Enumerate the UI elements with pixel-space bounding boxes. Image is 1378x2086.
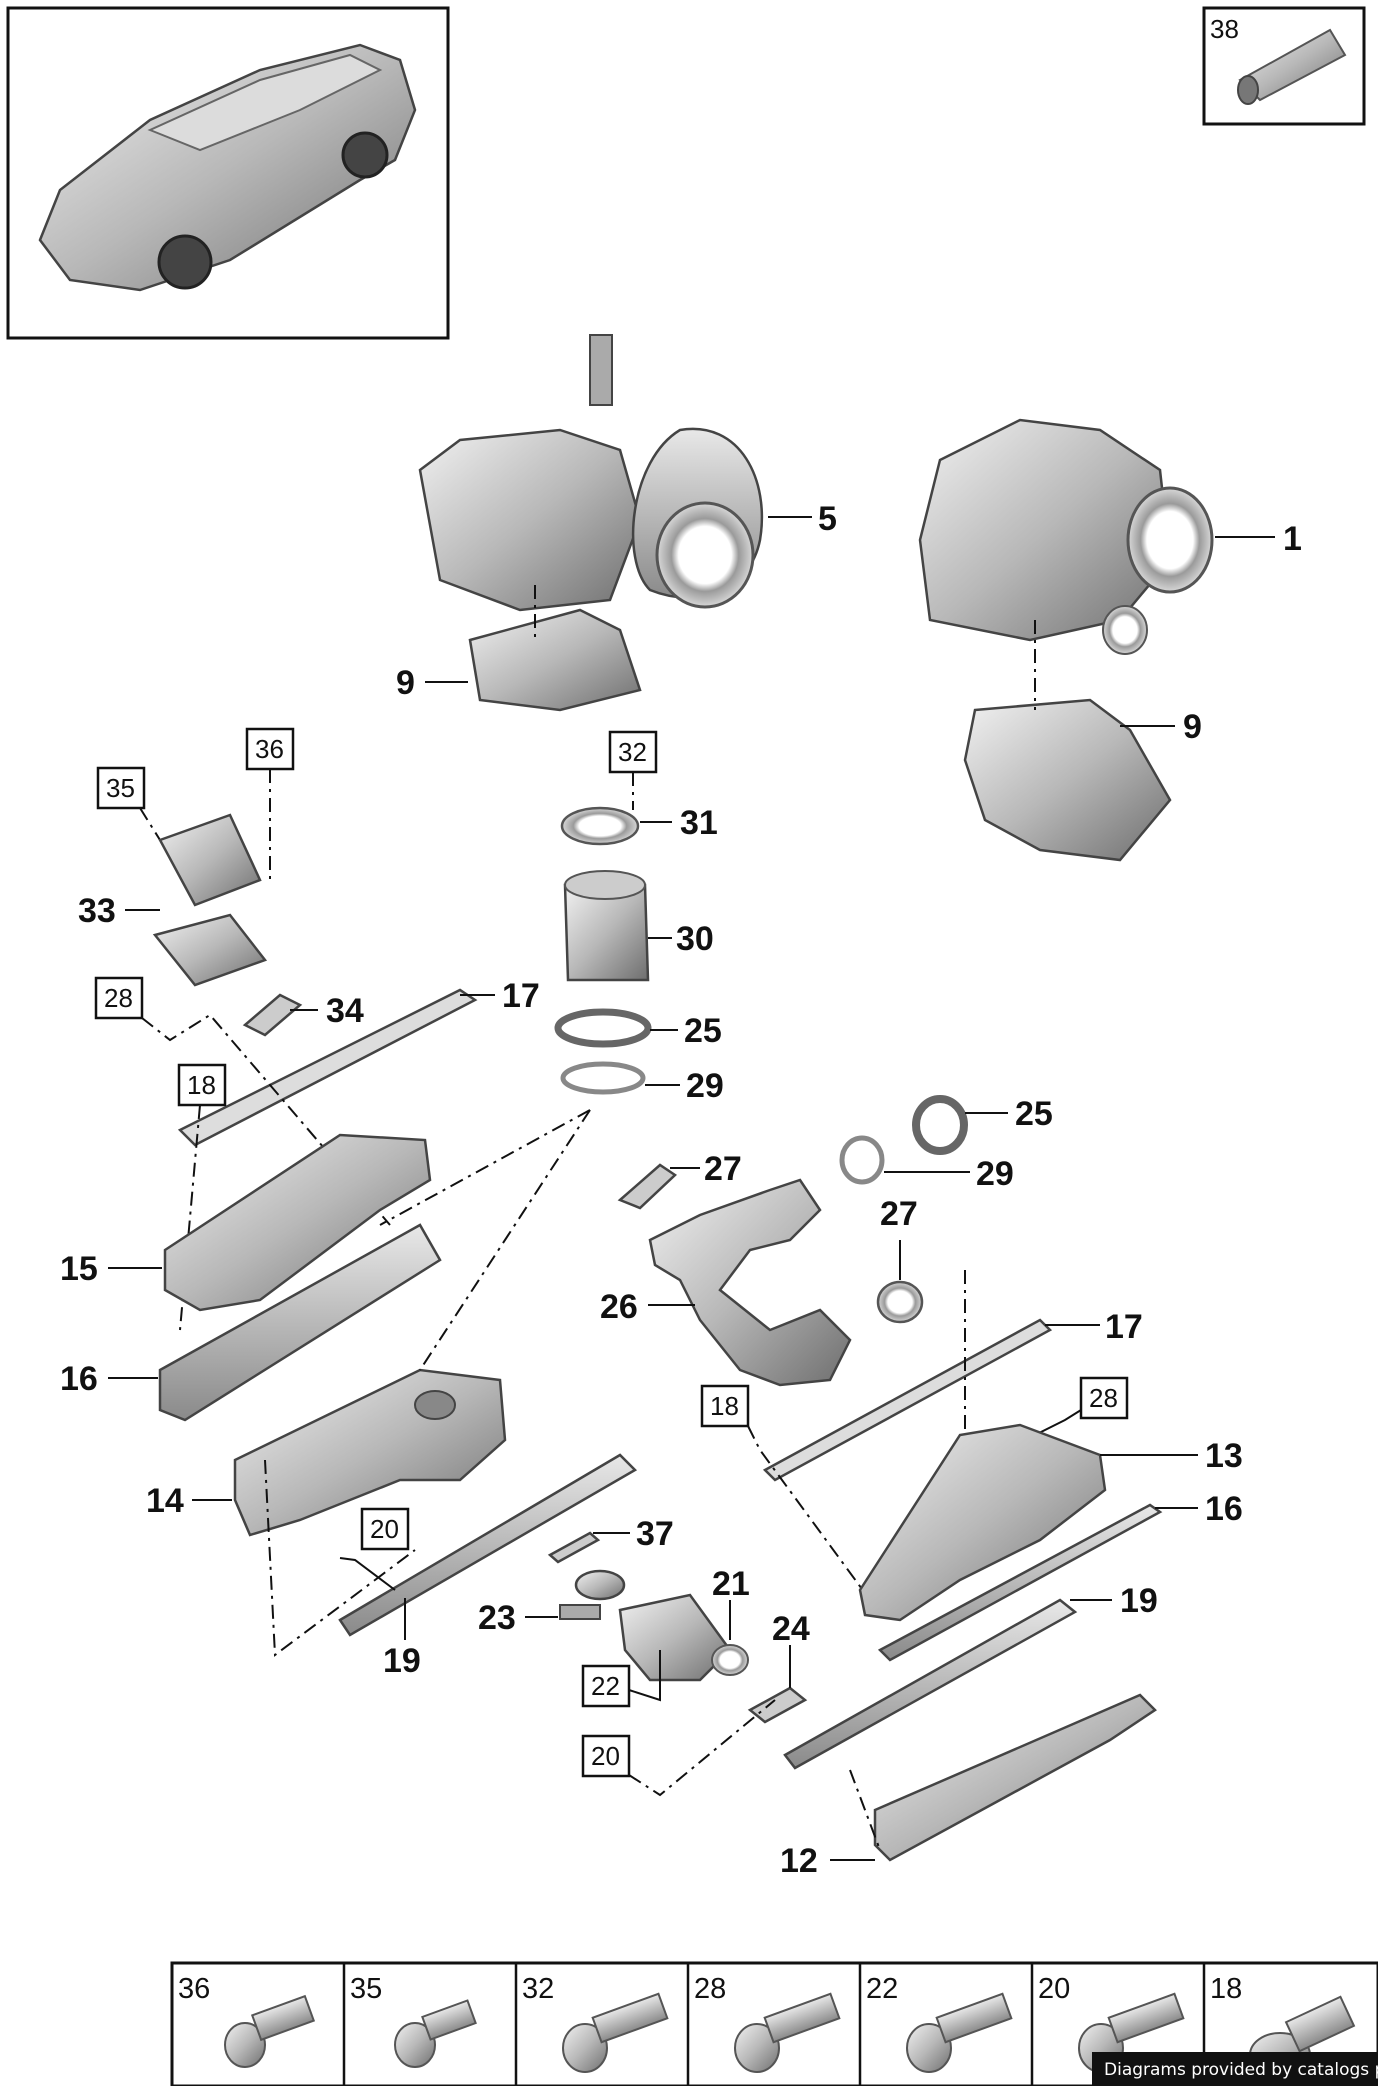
box-20-upper-label: 20 <box>370 1514 399 1544</box>
svg-text:18: 18 <box>1210 1973 1242 2005</box>
callout-25-right: 25 <box>1015 1095 1053 1133</box>
fastener-32: 32 <box>522 1973 669 2073</box>
exhaust-manifold-15[interactable] <box>163 1133 432 1312</box>
box-22-label: 22 <box>591 1671 620 1701</box>
heat-shield-19-left[interactable] <box>338 1453 638 1637</box>
callout-9-right: 9 <box>1183 708 1202 746</box>
box-38-label: 38 <box>1210 14 1239 44</box>
callout-34: 34 <box>326 992 364 1030</box>
catalytic-pipe-21[interactable] <box>618 1593 749 1682</box>
catalytic-converter-26[interactable] <box>648 1178 852 1387</box>
fastener-28: 28 <box>694 1973 841 2073</box>
svg-text:35: 35 <box>350 1973 382 2005</box>
callout-23: 23 <box>478 1599 516 1637</box>
callout-12: 12 <box>780 1842 818 1880</box>
exhaust-manifold-12[interactable] <box>873 1693 1157 1862</box>
svg-text:36: 36 <box>178 1973 210 2005</box>
callout-33: 33 <box>78 892 116 930</box>
turbocharger-1[interactable] <box>918 418 1214 655</box>
callout-14: 14 <box>146 1482 184 1520</box>
callout-29-upper: 29 <box>686 1067 724 1105</box>
box-20-lower-label: 20 <box>591 1741 620 1771</box>
seal-ring-29-upper[interactable] <box>560 1061 646 1095</box>
callout-29-right: 29 <box>976 1155 1014 1193</box>
box-18-right-label: 18 <box>710 1391 739 1421</box>
sensor-flange-23[interactable] <box>559 1569 626 1620</box>
gasket-17-left[interactable] <box>177 988 478 1147</box>
box-18-left-label: 18 <box>187 1070 216 1100</box>
svg-text:20: 20 <box>1038 1973 1070 2005</box>
gasket-24[interactable] <box>747 1686 808 1724</box>
bracket-9-right[interactable] <box>963 698 1172 862</box>
callout-13: 13 <box>1205 1437 1243 1475</box>
gasket-37[interactable] <box>547 1531 601 1564</box>
callout-16-left: 16 <box>60 1360 98 1398</box>
clamp-25-upper[interactable] <box>554 1008 652 1048</box>
gasket-16-right[interactable] <box>877 1503 1163 1662</box>
callout-27-upper: 27 <box>704 1150 742 1188</box>
callout-15: 15 <box>60 1250 98 1288</box>
callout-21: 21 <box>712 1565 750 1603</box>
clamp-25-right[interactable] <box>912 1095 968 1155</box>
heat-shield-19-right[interactable] <box>783 1598 1078 1770</box>
bracket-9-upper[interactable] <box>468 608 642 712</box>
bracket-34[interactable] <box>242 993 303 1037</box>
tube-cap <box>1237 75 1259 105</box>
car-windows <box>147 53 383 152</box>
gasket-27-right[interactable] <box>876 1280 924 1324</box>
box-28-right-label: 28 <box>1089 1383 1118 1413</box>
callout-9-upper: 9 <box>396 664 415 702</box>
car-rear-wheel <box>341 131 389 179</box>
callout-17-right: 17 <box>1105 1308 1143 1346</box>
callout-16-right: 16 <box>1205 1490 1243 1528</box>
exhaust-manifold-14[interactable] <box>233 1368 507 1537</box>
gasket-31[interactable] <box>560 806 640 846</box>
flange-30[interactable] <box>563 870 650 982</box>
callout-19-left: 19 <box>383 1642 421 1680</box>
fastener-20: 20 <box>1038 1973 1185 2073</box>
exhaust-manifold-13[interactable] <box>858 1423 1107 1622</box>
callout-27-right: 27 <box>880 1195 918 1233</box>
car-front-wheel <box>157 234 213 290</box>
gasket-16-left[interactable] <box>158 1223 442 1422</box>
svg-text:28: 28 <box>694 1973 726 2005</box>
callout-25-upper: 25 <box>684 1012 722 1050</box>
credit-text: Diagrams provided by catalogs parts <box>1104 2060 1378 2080</box>
callout-24: 24 <box>772 1610 810 1648</box>
part-38-box: 38 <box>1202 6 1366 126</box>
box-32-label: 32 <box>618 737 647 767</box>
box-36-label: 36 <box>255 734 284 764</box>
callout-17-left: 17 <box>502 977 540 1015</box>
heat-shield-33[interactable] <box>152 813 268 987</box>
fastener-36: 36 <box>178 1973 316 2068</box>
callout-37: 37 <box>636 1515 674 1553</box>
callout-30: 30 <box>676 920 714 958</box>
fastener-legend: 36 35 32 28 22 20 18 <box>170 1961 1378 2086</box>
callout-1: 1 <box>1283 520 1302 558</box>
seal-ring-29-right[interactable] <box>839 1135 885 1185</box>
callout-31: 31 <box>680 804 718 842</box>
gasket-27-upper[interactable] <box>617 1163 678 1210</box>
callout-26: 26 <box>600 1288 638 1326</box>
callout-19-right: 19 <box>1120 1582 1158 1620</box>
gasket-17-right[interactable] <box>762 1318 1053 1482</box>
fastener-35: 35 <box>350 1973 477 2068</box>
turbocharger-5[interactable] <box>418 334 764 612</box>
svg-text:32: 32 <box>522 1973 554 2005</box>
box-28-left-label: 28 <box>104 983 133 1013</box>
fastener-22: 22 <box>866 1973 1013 2073</box>
car-body <box>38 43 417 292</box>
svg-text:22: 22 <box>866 1973 898 2005</box>
vehicle-thumbnail <box>6 6 450 340</box>
box-35-label: 35 <box>106 773 135 803</box>
credit-banner: Diagrams provided by catalogs parts <box>1092 2052 1378 2086</box>
callout-5: 5 <box>818 500 837 538</box>
